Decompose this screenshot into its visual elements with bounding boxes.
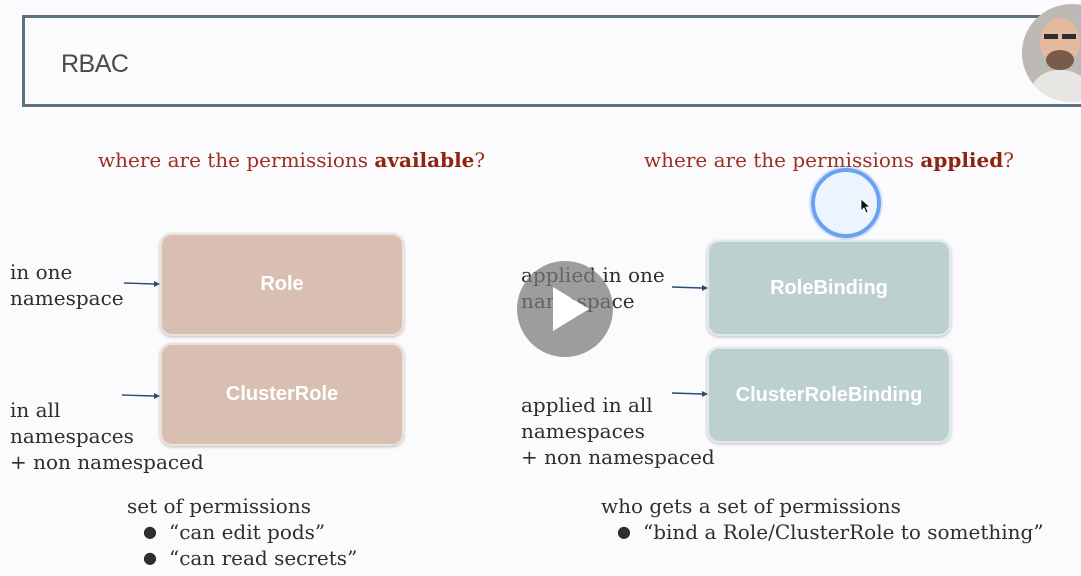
label-line: namespaces [10, 424, 134, 448]
list-item: ● “can read secrets” [127, 545, 357, 571]
play-button[interactable] [517, 261, 613, 357]
arrow-icon [121, 393, 160, 399]
list-item-text: “bind a Role/ClusterRole to something” [643, 520, 1044, 544]
right-heading: where are the permissions applied? [644, 148, 1014, 172]
label-line: in one [10, 260, 73, 284]
list-item-text: “can read secrets” [169, 546, 358, 570]
label-line: namespace [10, 286, 124, 310]
label-line: + non namespaced [521, 445, 715, 469]
label-line: applied in all [521, 393, 653, 417]
arrow-icon [671, 391, 708, 397]
right-footer: who gets a set of permissions ● “bind a … [601, 493, 1044, 545]
right-label-all-namespaces: applied in all namespaces + non namespac… [521, 392, 715, 470]
cluster-role-binding-box: ClusterRoleBinding [707, 347, 951, 443]
right-heading-emphasis: applied [920, 148, 1004, 172]
slide-title-box: RBAC [22, 15, 1081, 107]
list-item: ● “can edit pods” [127, 519, 357, 545]
bullet-icon: ● [617, 522, 631, 541]
left-footer: set of permissions ● “can edit pods” ● “… [127, 493, 357, 571]
list-item: ● “bind a Role/ClusterRole to something” [601, 519, 1044, 545]
left-heading-emphasis: available [374, 148, 475, 172]
bullet-icon: ● [143, 548, 157, 567]
left-heading-prefix: where are the permissions [98, 148, 375, 172]
role-box: Role [160, 233, 404, 336]
right-heading-prefix: where are the permissions [644, 148, 921, 172]
arrow-icon [671, 285, 708, 291]
label-line: namespaces [521, 419, 645, 443]
bullet-icon: ● [143, 522, 157, 541]
left-label-one-namespace: in one namespace [10, 259, 124, 311]
list-item-text: “can edit pods” [169, 520, 326, 544]
left-heading: where are the permissions available? [98, 148, 485, 172]
label-line: in all [10, 398, 61, 422]
role-binding-box: RoleBinding [707, 240, 951, 336]
arrow-icon [123, 281, 160, 287]
left-footer-title: set of permissions [127, 494, 311, 518]
mouse-cursor-icon [860, 198, 872, 214]
cursor-highlight [811, 168, 881, 238]
play-icon [553, 287, 589, 331]
label-line: + non namespaced [10, 450, 204, 474]
right-footer-title: who gets a set of permissions [601, 494, 901, 518]
left-label-all-namespaces: in all namespaces + non namespaced [10, 397, 204, 475]
cluster-role-box: ClusterRole [160, 343, 404, 446]
slide-title: RBAC [61, 50, 129, 78]
right-heading-suffix: ? [1003, 148, 1014, 172]
left-heading-suffix: ? [474, 148, 486, 172]
